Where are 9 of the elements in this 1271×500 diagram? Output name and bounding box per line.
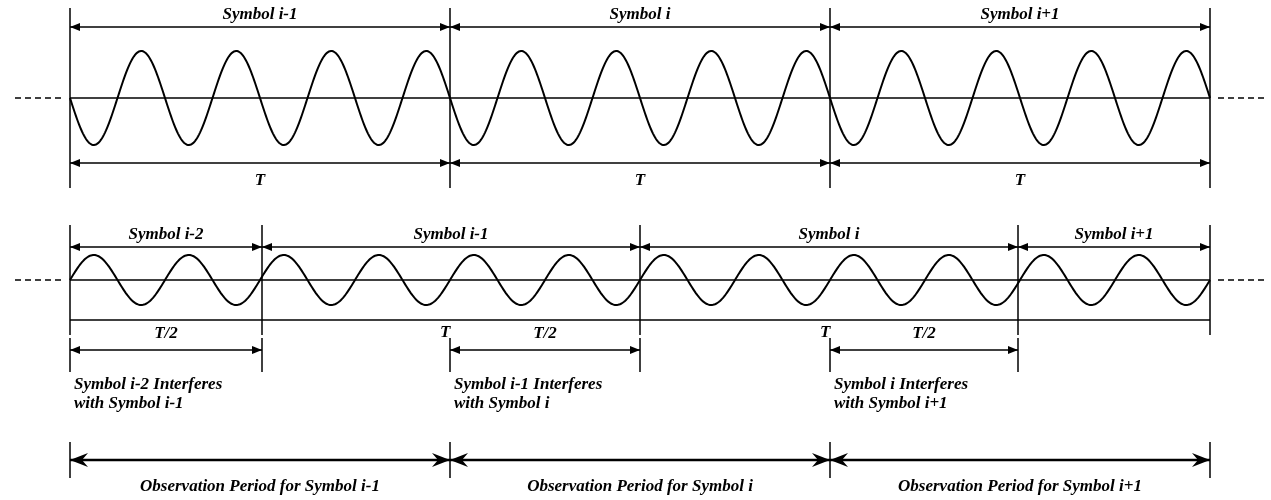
interference-note: Symbol i-1 Interferes with Symbol i xyxy=(454,374,604,412)
period-label: T xyxy=(440,322,451,341)
interference-note: Symbol i-2 Interferes with Symbol i-1 xyxy=(74,374,224,412)
period-label: T xyxy=(820,322,831,341)
symbol-label: Symbol i-2 xyxy=(125,224,207,243)
symbol-label: Symbol i xyxy=(606,4,674,23)
interference-note: Symbol i Interferes with Symbol i+1 xyxy=(834,374,970,412)
symbol-label: Symbol i xyxy=(795,224,863,243)
observation-period-label: Observation Period for Symbol i xyxy=(524,476,756,495)
